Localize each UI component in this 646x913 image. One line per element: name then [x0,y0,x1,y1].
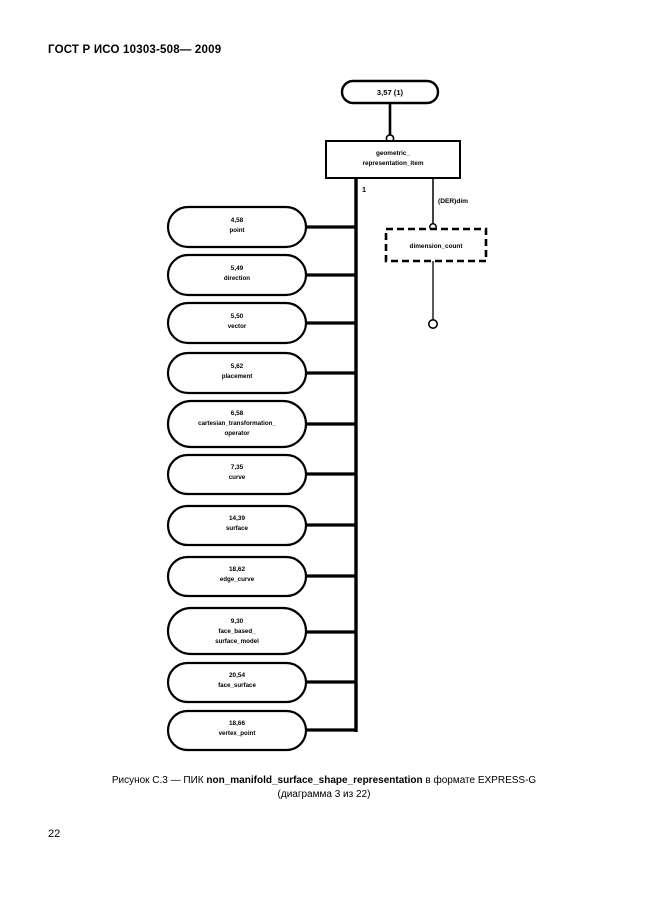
page-reference-label: 3,57 (1) [377,88,404,97]
derived-attribute-label: (DER)dim [438,198,468,205]
subtype-number: 18,66 [229,720,245,727]
figure-caption-subtitle: (диаграмма 3 из 22) [277,789,371,800]
subtype-number: 5,50 [231,313,244,320]
subtype-number: 20,54 [229,672,245,679]
figure-caption: Рисунок С.3 — ПИК non_manifold_surface_s… [48,774,600,802]
defined-type-node-dimension-count[interactable]: dimension_count [384,227,488,263]
subtype-node[interactable]: 4,58 point [166,205,356,249]
subtype-shape [166,253,308,297]
subtype-shape [166,399,308,449]
root-entity-shape [325,140,461,179]
subtype-number: 5,49 [231,265,244,272]
subtype-name: vector [228,323,247,330]
subtype-name: surface [226,525,249,532]
subtype-number: 9,30 [231,618,244,625]
subtype-node[interactable]: 18,62 edge_curve [166,555,356,598]
subtype-node[interactable]: 5,62 placement [166,351,356,395]
subtype-shape [166,606,308,656]
diagram-canvas: 3,57 (1) geometric_ representation_item … [166,79,488,752]
subtype-node[interactable]: 7,35 curve [166,453,356,496]
subtype-node[interactable]: 5,49 direction [166,253,356,297]
page-reference-node[interactable]: 3,57 (1) [340,79,440,105]
subtype-shape [166,504,308,547]
subtype-name: curve [229,474,246,481]
figure-caption-entity-name: non_manifold_surface_shape_representatio… [206,775,423,786]
root-entity-node[interactable]: geometric_ representation_item [325,140,461,179]
defined-type-label: dimension_count [410,243,464,250]
express-g-diagram: 3,57 (1) geometric_ representation_item … [166,79,488,752]
subtype-node[interactable]: 20,54 face_surface [166,661,356,704]
subtype-number: 14,39 [229,515,245,522]
subtype-name: cartesian_transformation_ [198,420,276,427]
subtype-node[interactable]: 18,66 vertex_point [166,709,356,752]
root-cardinality-label: 1 [362,185,366,194]
subtype-number: 7,35 [231,464,244,471]
figure-caption-prefix: Рисунок С.3 — ПИК [111,775,207,786]
subtype-number: 6,58 [231,410,244,417]
subtype-shape [166,453,308,496]
subtype-shape [166,205,308,249]
page-number: 22 [48,828,61,840]
subtype-name-cont: surface_model [215,638,259,645]
subtype-name: face_surface [218,682,256,689]
subtype-number: 5,62 [231,363,244,370]
subtype-number: 18,62 [229,566,245,573]
subtype-name: vertex_point [219,730,256,737]
subtype-name-cont: operator [224,430,250,437]
defined-type-shape [384,227,488,263]
defined-type-tail-circle [427,318,438,329]
subtype-number: 4,58 [231,217,244,224]
subtype-name: edge_curve [220,576,255,583]
subtype-node[interactable]: 5,50 vector [166,301,356,345]
subtype-node[interactable]: 9,30 face_based_ surface_model [166,606,356,656]
subtype-name: direction [224,275,250,282]
root-entity-label-line2: representation_item [362,160,423,167]
subtype-shape [166,661,308,704]
subtype-shape [166,709,308,752]
root-entity-label-line1: geometric_ [376,150,411,157]
subtype-name: point [229,227,244,234]
document-header-standard-title: ГОСТ Р ИСО 10303-508— 2009 [48,44,222,56]
subtype-shape [166,555,308,598]
figure-caption-suffix: в формате EXPRESS-G [422,775,537,786]
subtype-shape [166,301,308,345]
subtype-node[interactable]: 6,58 cartesian_transformation_ operator [166,399,356,449]
subtype-node[interactable]: 14,39 surface [166,504,356,547]
subtype-shape [166,351,308,395]
subtype-name: placement [222,373,253,380]
subtype-name: face_based_ [218,628,256,635]
